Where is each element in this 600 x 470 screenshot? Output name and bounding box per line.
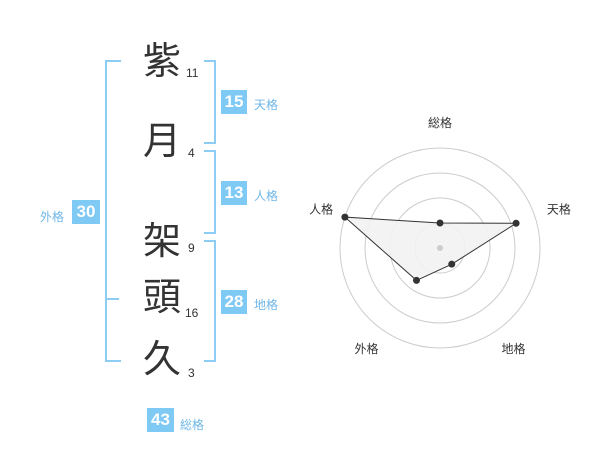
chikaku-value: 28 <box>221 290 247 314</box>
radar-axis-label-2: 地格 <box>501 341 525 356</box>
stroke-count-4: 16 <box>185 306 199 320</box>
name-char-1: 紫 <box>143 39 182 83</box>
gaikaku-label: 外格 <box>40 210 65 224</box>
chikaku-label: 地格 <box>254 298 279 312</box>
name-char-2: 月 <box>143 119 182 163</box>
tenkaku-label: 天格 <box>254 98 279 112</box>
name-char-4: 頭 <box>143 275 182 319</box>
stroke-count-1: 11 <box>186 66 199 80</box>
radar-axis-label-0: 総格 <box>428 115 452 130</box>
gaikaku-value: 30 <box>72 200 100 224</box>
radar-area <box>343 216 518 281</box>
radar-axis-label-1: 天格 <box>547 201 571 216</box>
stroke-count-5: 3 <box>188 366 195 380</box>
jinkaku-value: 13 <box>221 181 247 205</box>
soukaku-value: 43 <box>147 408 174 432</box>
radar-point-1 <box>512 219 520 227</box>
gaikaku-bracket <box>105 60 121 362</box>
tenkaku-bracket <box>204 60 216 144</box>
jinkaku-bracket <box>204 150 216 234</box>
tenkaku-value: 15 <box>221 90 247 114</box>
name-char-5: 久 <box>143 337 182 381</box>
stroke-count-3: 9 <box>188 241 195 255</box>
chikaku-bracket <box>204 240 216 362</box>
radar-point-0 <box>436 219 444 227</box>
radar-point-2 <box>448 260 456 268</box>
name-char-3: 架 <box>143 219 182 263</box>
stroke-count-2: 4 <box>188 146 195 160</box>
jinkaku-label: 人格 <box>254 189 279 203</box>
radar-point-4 <box>341 213 349 221</box>
radar-center-dot <box>437 245 443 251</box>
radar-axis-label-4: 人格 <box>309 201 333 216</box>
gaikaku-bracket-tick <box>105 298 119 300</box>
radar-axis-label-3: 外格 <box>355 341 379 356</box>
radar-ring-4 <box>339 147 541 349</box>
radar-point-3 <box>412 276 420 284</box>
radar-ring-3 <box>364 172 516 324</box>
soukaku-label: 総格 <box>180 418 205 432</box>
